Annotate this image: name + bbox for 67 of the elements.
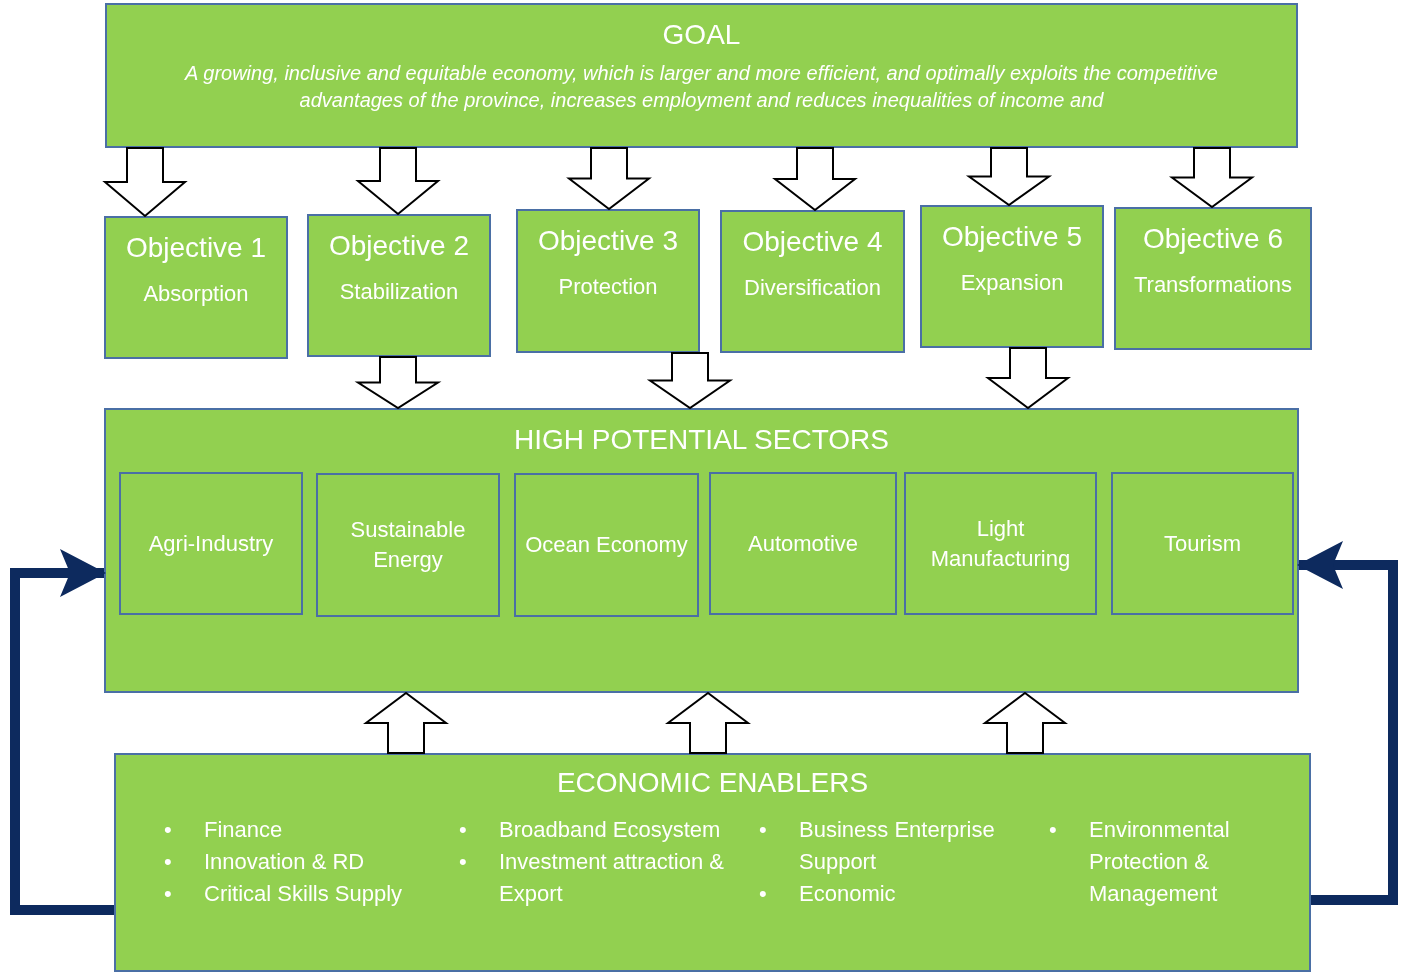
block-arrow bbox=[1168, 147, 1256, 209]
sector-name: Light Manufacturing bbox=[929, 514, 1072, 573]
bullet-mark: • bbox=[459, 847, 468, 876]
sector-name: Automotive bbox=[747, 529, 859, 558]
sector-box bbox=[904, 472, 1097, 615]
objective-title: Objective 4 bbox=[742, 225, 883, 259]
goal-heading: GOAL bbox=[662, 18, 741, 52]
block-arrow bbox=[355, 147, 441, 216]
objective-box bbox=[920, 205, 1104, 348]
enabler-item: Critical Skills Supply bbox=[204, 879, 404, 908]
enabler-item: Broadband Ecosystem bbox=[499, 816, 722, 844]
objective-title: Objective 3 bbox=[537, 224, 679, 258]
objective-title: Objective 6 bbox=[1142, 222, 1284, 256]
objective-name: Absorption bbox=[143, 280, 249, 308]
block-arrow bbox=[965, 147, 1053, 207]
block-arrow bbox=[665, 691, 751, 754]
objective-box bbox=[516, 209, 700, 353]
sector-name: Agri-Industry bbox=[148, 529, 274, 558]
objective-name: Protection bbox=[558, 273, 658, 301]
sector-name: Tourism bbox=[1164, 529, 1241, 558]
sector-box bbox=[316, 473, 500, 617]
block-arrow bbox=[102, 147, 188, 218]
block-arrow bbox=[354, 356, 442, 410]
objective-title: Objective 5 bbox=[941, 220, 1083, 254]
enabler-item: Investment attraction & Export bbox=[499, 847, 725, 908]
objective-box bbox=[720, 210, 905, 353]
enabler-item: Economic bbox=[799, 879, 897, 908]
sectors-panel bbox=[104, 408, 1299, 693]
sector-box bbox=[1111, 472, 1294, 615]
block-arrow bbox=[772, 147, 858, 212]
sector-name: Sustainable Energy bbox=[349, 516, 467, 574]
feedback-arrow bbox=[1297, 541, 1398, 905]
objective-box bbox=[1114, 207, 1312, 350]
block-arrow bbox=[982, 691, 1068, 754]
bullet-mark: • bbox=[759, 879, 768, 908]
goal-box bbox=[105, 3, 1298, 148]
objective-box bbox=[307, 214, 491, 357]
objective-name: Diversification bbox=[744, 274, 881, 302]
objective-box bbox=[104, 216, 288, 359]
bullet-mark: • bbox=[164, 847, 173, 876]
block-arrow bbox=[566, 147, 652, 211]
enabler-item: Environmental Protection & Management bbox=[1089, 816, 1231, 908]
section-heading: ECONOMIC ENABLERS bbox=[556, 766, 869, 800]
bullet-mark: • bbox=[459, 816, 468, 844]
bullet-mark: • bbox=[759, 816, 768, 844]
section-heading: HIGH POTENTIAL SECTORS bbox=[514, 423, 889, 457]
enabler-item: Business Enterprise Support bbox=[799, 816, 996, 876]
enablers-panel bbox=[114, 753, 1311, 972]
objective-name: Expansion bbox=[960, 269, 1064, 297]
sector-box bbox=[119, 472, 303, 615]
block-arrow bbox=[985, 347, 1071, 410]
sector-box bbox=[514, 473, 699, 617]
objective-title: Objective 2 bbox=[328, 229, 470, 263]
sector-box bbox=[709, 472, 897, 615]
objective-name: Stabilization bbox=[339, 278, 459, 306]
block-arrow bbox=[363, 691, 449, 754]
feedback-arrow bbox=[10, 549, 114, 915]
bullet-mark: • bbox=[164, 879, 173, 908]
objective-name: Transformations bbox=[1133, 271, 1293, 299]
block-arrow bbox=[646, 352, 734, 410]
sector-name: Ocean Economy bbox=[525, 531, 688, 560]
goal-statement: A growing, inclusive and equitable economy, which is larger and more efficient, and optimally exploits the competitive advantages of the province, increases employment and reduces inequalities of income and bbox=[183, 61, 1219, 113]
objective-title: Objective 1 bbox=[125, 231, 267, 265]
enabler-item: Innovation & RD bbox=[204, 847, 366, 876]
bullet-mark: • bbox=[164, 816, 173, 844]
bullet-mark: • bbox=[1049, 816, 1058, 844]
enabler-item: Finance bbox=[204, 816, 284, 844]
